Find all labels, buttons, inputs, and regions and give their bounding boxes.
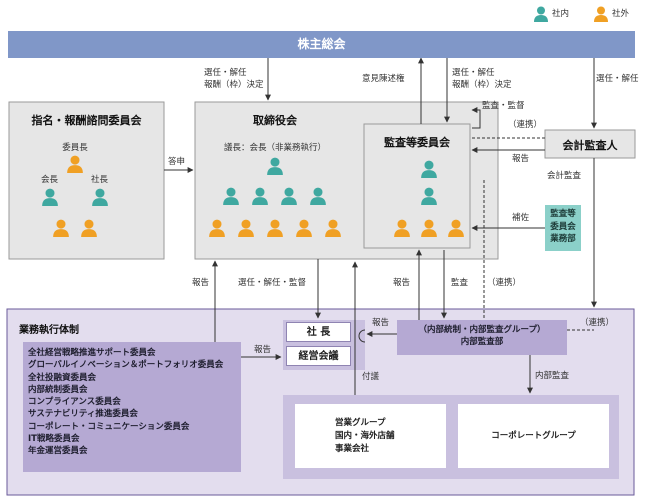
committee-item: 内部統制委員会 — [28, 384, 88, 395]
sales-group-label: 営業グループ — [335, 418, 386, 428]
audit-office-line2: 委員会 — [550, 221, 576, 232]
report-audit-label: 報告 — [393, 278, 411, 288]
committee-item: 全社経営戦略推進サポート委員会 — [28, 348, 156, 358]
sales-group-box: 営業グループ 国内・海外店舗 事業会社 — [295, 404, 446, 468]
audit-committee-panel — [363, 123, 471, 249]
committee-item: 年金運営委員会 — [28, 446, 88, 457]
person-internal-icon — [267, 157, 283, 175]
person-external-icon — [296, 219, 312, 237]
person-internal-icon — [223, 187, 239, 205]
person-internal-icon — [42, 188, 58, 206]
audit-committee-title: 監査等委員会 — [384, 136, 450, 149]
person-internal-icon — [421, 160, 437, 178]
audit-office-box — [545, 205, 581, 251]
committee-item: IT戦略委員会 — [28, 434, 80, 445]
report-auditor-label: 報告 — [512, 154, 530, 164]
nomination-title: 指名・報酬諮問委員会 — [31, 114, 142, 127]
external-person-icon — [594, 6, 608, 22]
committee-item: グローバルイノベーション＆ポートフォリオ委員会 — [28, 360, 224, 371]
nomination-chair-label: 委員長 — [62, 143, 88, 153]
shareholders-meeting-label: 株主総会 — [297, 37, 346, 51]
person-external-icon — [67, 155, 83, 173]
external-auditor-panel — [544, 129, 636, 159]
person-external-icon — [53, 219, 69, 237]
president-box: 社 長 — [286, 322, 351, 342]
report-committees-label: 報告 — [254, 345, 272, 355]
board-title: 取締役会 — [253, 114, 297, 127]
proposal-label: 付議 — [362, 372, 380, 382]
cooperation-mid-label: （連携） — [487, 278, 522, 288]
management-meeting-box: 経営会議 — [286, 346, 351, 366]
elect-board-label-1: 選任・解任 — [204, 68, 247, 78]
audit-office-line1: 監査等 — [550, 209, 576, 219]
person-external-icon — [81, 219, 97, 237]
elect-audit-label-1: 選任・解任 — [452, 68, 495, 78]
person-internal-icon — [310, 187, 326, 205]
domestic-overseas-label: 国内・海外店舗 — [335, 431, 395, 441]
internal-audit-dept-group: （内部統制・内部監査グループ） — [418, 325, 546, 335]
committees-box — [23, 342, 241, 472]
internal-audit-area — [397, 320, 567, 355]
committee-item: コンプライアンス委員会 — [28, 397, 121, 408]
person-external-icon — [394, 219, 410, 237]
elect-audit-label-2: 報酬（枠）決定 — [452, 80, 512, 90]
legend-external-label: 社外 — [612, 9, 630, 19]
person-external-icon — [209, 219, 225, 237]
report-board-label: 報告 — [192, 278, 210, 288]
committee-item: コーポレート・コミュニケーション委員会 — [28, 421, 190, 432]
person-internal-icon — [281, 187, 297, 205]
audit-label: 監査 — [451, 278, 469, 288]
report-to-president-label: 報告 — [372, 318, 390, 328]
internal-audit-dept: （内部統制・内部監査グループ） 内部監査部 — [397, 324, 567, 348]
person-external-icon — [267, 219, 283, 237]
internal-audit-label: 内部監査 — [535, 371, 570, 381]
internal-audit-dept-name: 内部監査部 — [460, 337, 504, 347]
legend: 社内 社外 — [534, 6, 644, 22]
audit-supervise-label: 監査・監督 — [482, 101, 525, 111]
cooperation-top-label: （連携） — [508, 120, 543, 130]
nomination-president-label: 社長 — [91, 175, 109, 185]
committee-item: 全社投融資委員会 — [28, 372, 97, 383]
external-auditor-title: 会計監査人 — [562, 139, 618, 152]
assist-label: 補佐 — [512, 213, 530, 223]
execution-title: 業務執行体制 — [19, 325, 79, 336]
corporate-group-box: コーポレートグループ — [458, 404, 609, 468]
person-external-icon — [421, 219, 437, 237]
nomination-chairman-label: 会長 — [41, 175, 59, 185]
elect-board-label-2: 報酬（枠）決定 — [204, 80, 264, 90]
person-external-icon — [238, 219, 254, 237]
person-external-icon — [448, 219, 464, 237]
audit-office-line3: 業務部 — [550, 234, 576, 244]
shareholders-meeting-bar: 株主総会 — [8, 31, 635, 58]
audit-office: 監査等 委員会 業務部 — [545, 208, 581, 246]
legend-internal-label: 社内 — [552, 9, 570, 19]
committee-item: サステナビリティ推進委員会 — [28, 409, 138, 420]
committee-list: 全社経営戦略推進サポート委員会 グローバルイノベーション＆ポートフォリオ委員会 … — [28, 347, 223, 458]
person-internal-icon — [421, 187, 437, 205]
subsidiaries-label: 事業会社 — [335, 444, 370, 454]
person-internal-icon — [252, 187, 268, 205]
internal-person-icon — [534, 6, 548, 22]
board-chair-note: 議長：会長（非業務執行） — [223, 143, 326, 153]
elect-supervise-label: 選任・解任・監督 — [238, 278, 307, 288]
opinion-label: 意見陳述権 — [362, 74, 405, 84]
cooperation-right-label: （連携） — [580, 318, 615, 328]
person-external-icon — [325, 219, 341, 237]
accounting-audit-label: 会計監査 — [547, 171, 582, 181]
recommend-label: 答申 — [168, 157, 186, 167]
person-internal-icon — [92, 188, 108, 206]
elect-auditor-label: 選任・解任 — [596, 74, 639, 84]
